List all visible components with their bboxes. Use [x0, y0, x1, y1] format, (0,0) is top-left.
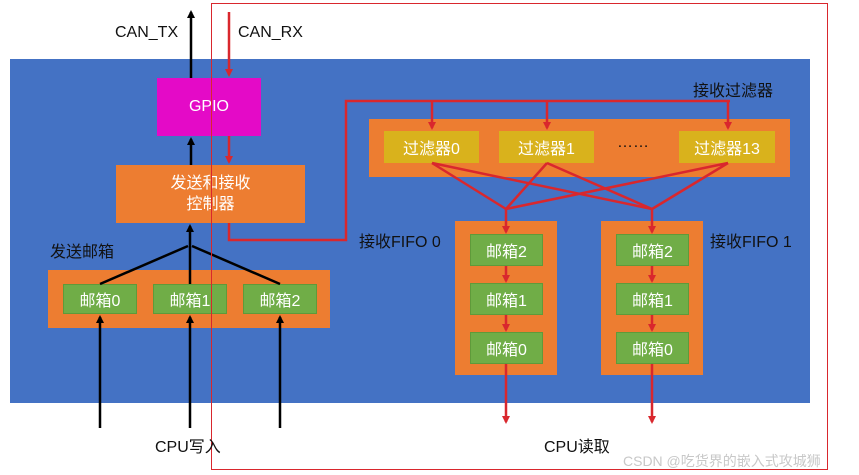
tx-mailbox-1: 邮箱1	[153, 284, 227, 314]
tx-mailbox-2: 邮箱2	[243, 284, 317, 314]
filter-13: 过滤器13	[679, 131, 775, 163]
can-rx-label: CAN_RX	[238, 24, 303, 41]
f1-to-fifo0	[505, 162, 548, 210]
fifo1-mailbox-1: 邮箱1	[616, 283, 689, 315]
filter-0: 过滤器0	[384, 131, 479, 163]
can-tx-label: CAN_TX	[115, 24, 179, 41]
ctrl-to-filter-bus	[227, 99, 730, 242]
cpu-read-label: CPU读取	[544, 439, 610, 456]
filter-ellipsis: ……	[617, 134, 649, 151]
fifo0-mailbox-1: 邮箱1	[470, 283, 543, 315]
fifo1-mailbox-2: 邮箱2	[616, 234, 689, 266]
tx-rx-controller: 发送和接收 控制器	[116, 165, 305, 223]
rx-path-frame	[211, 3, 828, 470]
fifo0-title: 接收FIFO 0	[359, 234, 441, 251]
gpio-block: GPIO	[157, 78, 261, 136]
f13-to-fifo1	[651, 161, 729, 211]
fifo0-mailbox-2: 邮箱2	[470, 234, 543, 266]
mb2-to-ctrl	[191, 244, 281, 286]
f0-to-fifo0	[431, 161, 507, 211]
f13-to-fifo0	[505, 161, 729, 211]
cpu-write-label: CPU写入	[155, 439, 221, 456]
filter-1: 过滤器1	[499, 131, 594, 163]
tx-mailbox-title: 发送邮箱	[50, 244, 115, 261]
rx-filter-title: 接收过滤器	[693, 83, 774, 100]
f0-to-fifo1	[431, 161, 653, 211]
watermark: CSDN @吃货界的嵌入式攻城狮	[623, 453, 821, 469]
fifo1-mailbox-0: 邮箱0	[616, 332, 689, 364]
f1-to-fifo1	[546, 161, 653, 211]
mb0-to-ctrl	[99, 244, 189, 286]
fifo0-mailbox-0: 邮箱0	[470, 332, 543, 364]
tx-mailbox-0: 邮箱0	[63, 284, 137, 314]
fifo1-title: 接收FIFO 1	[710, 234, 792, 251]
